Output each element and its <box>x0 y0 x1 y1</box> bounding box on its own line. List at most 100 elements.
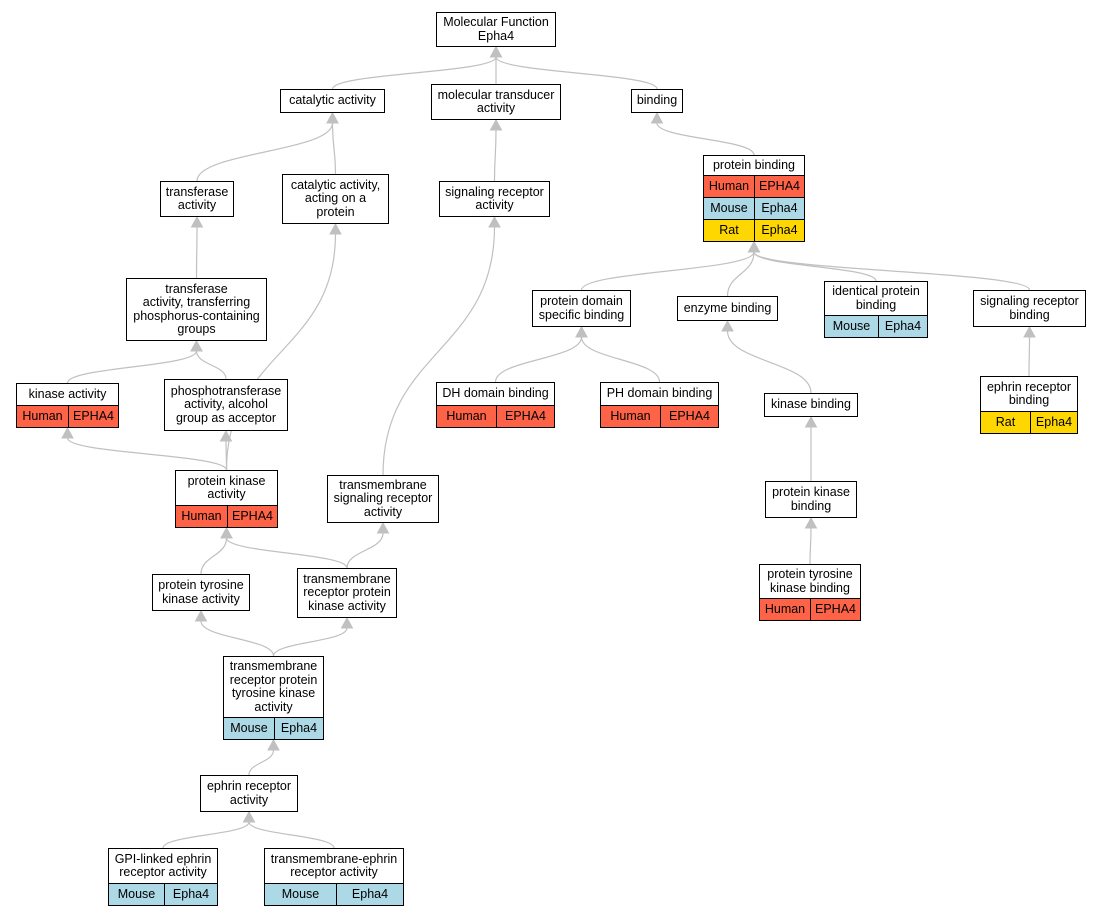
node-kinase-binding[interactable]: kinase binding <box>764 393 858 417</box>
edge-enzyme_binding-to-protein_binding <box>726 251 755 297</box>
node-root[interactable]: Molecular Function Epha4 <box>436 12 556 47</box>
arrowhead-protein_kinase-to-phosphotransferase <box>219 429 233 442</box>
edge-transf_phos-to-transferase <box>195 226 198 279</box>
annotation-row-human: Human EPHA4 <box>437 405 554 427</box>
node-label: transferase activity <box>165 184 229 212</box>
node-catalytic[interactable]: catalytic activity <box>280 89 385 113</box>
node-enzyme-binding[interactable]: enzyme binding <box>677 296 778 321</box>
annotation-row-human: Human EPHA4 <box>601 405 718 427</box>
gene-cell: EPHA4 <box>496 406 554 427</box>
gene-cell: Epha4 <box>1030 412 1077 433</box>
arrowhead-ephrin_rec_act-to-tm_rec_tyr_kinase <box>267 738 280 751</box>
arrowhead-protein_kinase-to-cat_protein <box>329 222 342 235</box>
species-cell: Mouse <box>230 720 268 735</box>
gene-cell: EPHA4 <box>660 406 718 427</box>
species-cell: Human <box>610 408 651 423</box>
node-prot-kinase-binding[interactable]: protein kinase binding <box>765 481 857 518</box>
node-label: catalytic activity, acting on a protein <box>290 177 381 219</box>
node-label: molecular transducer activity <box>437 87 555 115</box>
node-label: protein kinase activity <box>187 473 266 501</box>
edge-identical-to-protein_binding <box>753 251 877 282</box>
gene-cell: EPHA4 <box>754 176 804 197</box>
annotation-row-mouse: Mouse Epha4 <box>109 883 217 905</box>
arrowhead-prot_tyr_kinase_binding-to-prot_kinase_binding <box>804 516 818 529</box>
arrowhead-phosphotransferase-to-transf_phos <box>190 339 203 352</box>
node-phosphotransferase[interactable]: phosphotransferase activity, alcohol gro… <box>164 379 288 431</box>
arrowhead-tm_rec_tyr_kinase-to-prot_tyr_kinase <box>194 609 208 622</box>
node-label: protein tyrosine kinase activity <box>158 578 244 606</box>
edge-cat_protein-to-catalytic <box>331 122 337 175</box>
node-transferase[interactable]: transferase activity <box>160 181 234 217</box>
edge-sig_rec_binding-to-protein_binding <box>753 251 1031 291</box>
node-prot-domain[interactable]: protein domain specific binding <box>532 290 631 327</box>
edge-kinase_activity-to-transf_phos <box>66 350 198 384</box>
annotation-row-mouse: Mouse Epha4 <box>265 883 403 905</box>
node-label: ephrin receptor activity <box>206 779 292 807</box>
node-binding[interactable]: binding <box>631 89 683 113</box>
node-tm-rec-tyr-kinase[interactable]: transmembrane receptor protein tyrosine … <box>223 656 324 740</box>
species-cell: Human <box>446 408 487 423</box>
arrowhead-ephrin_rec_binding-to-sig_rec_binding <box>1023 325 1036 338</box>
species-cell: Mouse <box>117 886 156 901</box>
arrowhead-prot_kinase_binding-to-kinase_binding <box>804 415 818 428</box>
edge-prot_tyr_kinase-to-protein_kinase <box>200 537 228 575</box>
node-ephrin-rec-act[interactable]: ephrin receptor activity <box>200 775 298 812</box>
node-tm-sig-rec[interactable]: transmembrane signaling receptor activit… <box>327 475 439 523</box>
node-label: enzyme binding <box>683 300 772 315</box>
node-transf-phos[interactable]: transferase activity, transferring phosp… <box>126 278 267 341</box>
node-label: transmembrane receptor protein tyrosine … <box>229 659 318 714</box>
node-sig-rec-act[interactable]: signaling receptor activity <box>439 181 550 217</box>
node-label: transmembrane signaling receptor activit… <box>333 477 433 519</box>
node-label: GPI-linked ephrin receptor activity <box>114 851 212 879</box>
node-label: kinase activity <box>28 386 107 401</box>
node-label: PH domain binding <box>606 386 713 401</box>
edge-kinase_binding-to-enzyme_binding <box>726 330 812 394</box>
node-label: protein binding <box>712 157 795 172</box>
arrowhead-tm_sig_rec-to-sig_rec_act <box>488 215 501 228</box>
edge-ph_domain-to-prot_domain <box>580 336 661 383</box>
arrowhead-tm_rec_prot_kinase-to-tm_sig_rec <box>376 521 390 534</box>
arrowhead-ph_domain-to-prot_domain <box>575 325 588 338</box>
node-label: identical protein binding <box>832 284 920 312</box>
edge-transferase-to-catalytic <box>196 122 334 182</box>
species-cell: Human <box>22 408 63 423</box>
node-transducer[interactable]: molecular transducer activity <box>431 84 561 120</box>
gene-cell: EPHA4 <box>810 599 860 620</box>
edge-tm_rec_tyr_kinase-to-prot_tyr_kinase <box>200 620 275 657</box>
edge-tm_rec_tyr_kinase-to-tm_rec_prot_kinase <box>272 627 348 657</box>
node-tm-rec-prot-kinase[interactable]: transmembrane receptor protein kinase ac… <box>297 568 397 618</box>
node-label: ephrin receptor binding <box>986 379 1072 407</box>
edge-tm_rec_prot_kinase-to-protein_kinase <box>225 537 348 569</box>
arrowhead-cat_protein-to-catalytic <box>326 111 339 124</box>
node-cat-protein[interactable]: catalytic activity, acting on a protein <box>282 174 389 224</box>
node-sig-rec-binding[interactable]: signaling receptor binding <box>973 290 1086 327</box>
gene-cell: Epha4 <box>164 884 217 905</box>
edge-sig_rec_act-to-transducer <box>493 129 497 182</box>
edge-catalytic-to-root <box>331 56 497 90</box>
species-cell: Human <box>181 508 222 523</box>
edge-ephrin_rec_binding-to-sig_rec_binding <box>1028 336 1031 377</box>
node-prot-tyr-kinase[interactable]: protein tyrosine kinase activity <box>152 574 250 611</box>
arrowhead-binding-to-root <box>489 45 503 58</box>
gene-cell: Epha4 <box>754 198 804 219</box>
species-cell: Mouse <box>281 886 320 901</box>
gene-cell: Epha4 <box>336 884 403 905</box>
node-label: signaling receptor binding <box>980 294 1079 322</box>
edge-protein_kinase-to-cat_protein <box>225 233 337 471</box>
